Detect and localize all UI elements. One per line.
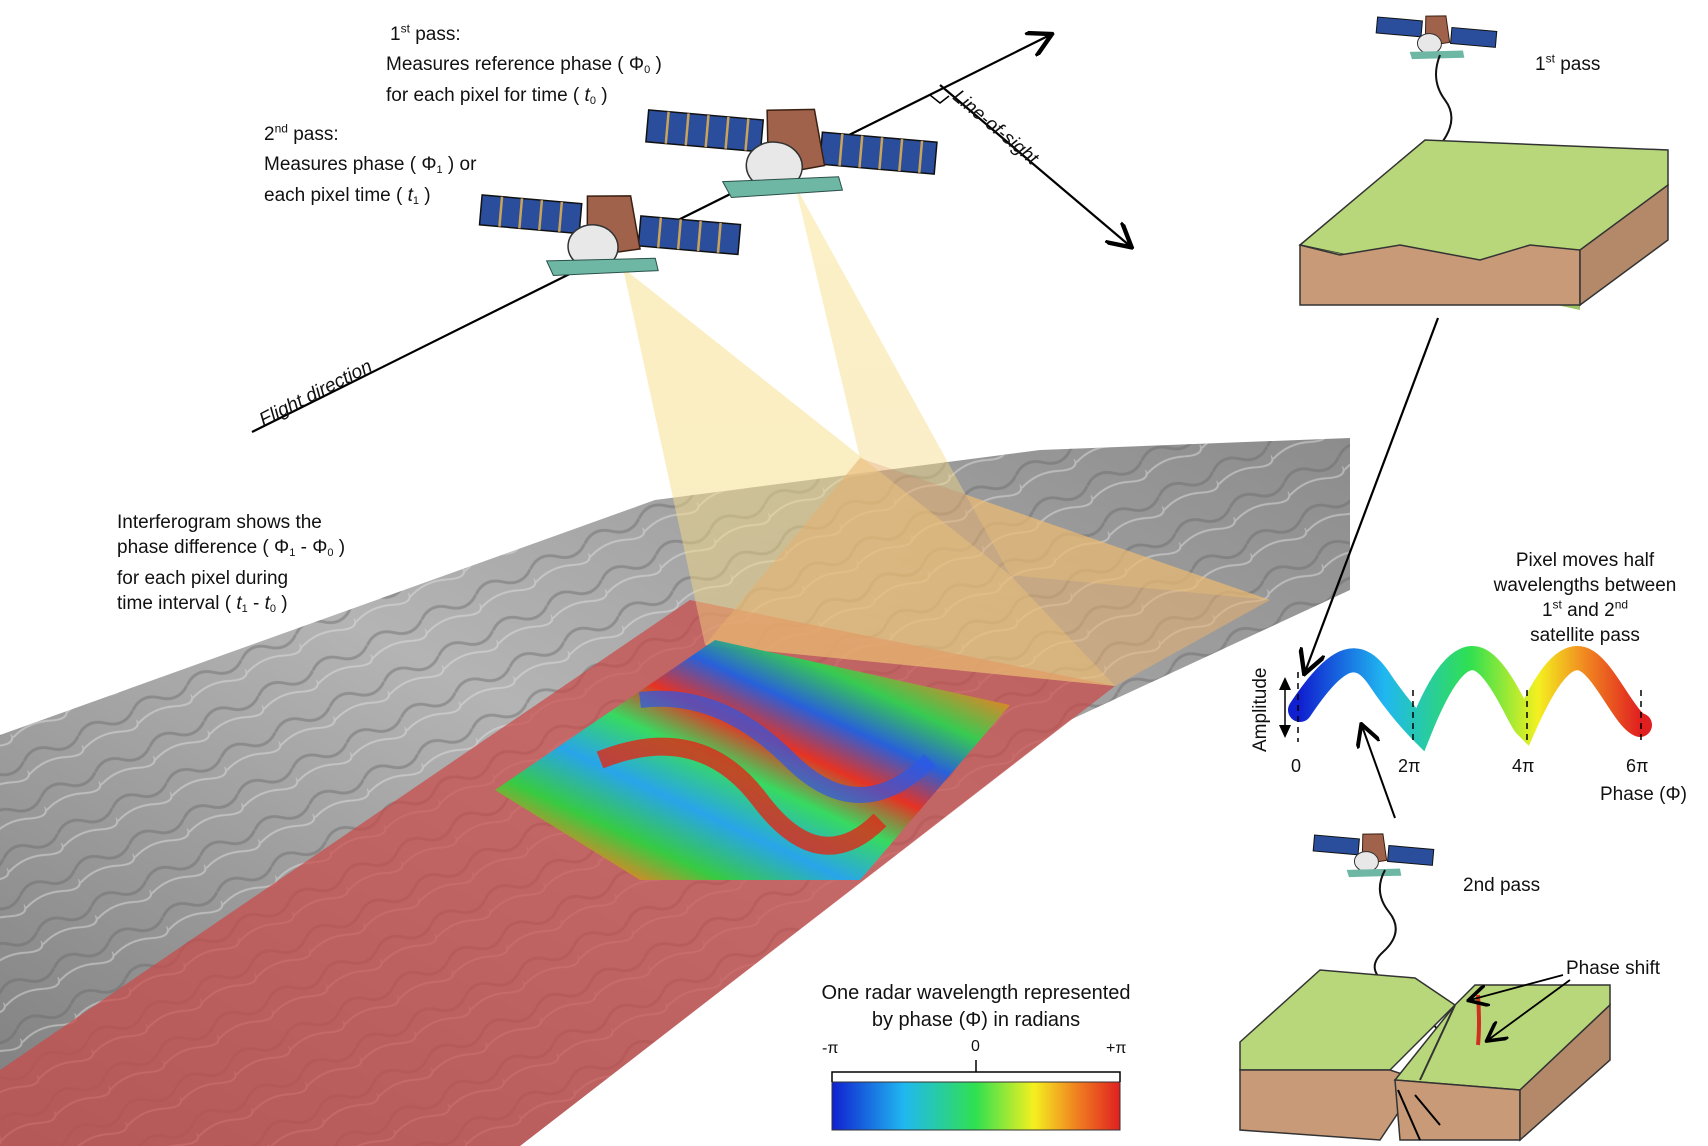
beam-footprint-1st (795, 185, 1270, 600)
phase-shift-pointer-1 (1470, 974, 1564, 1000)
satellite-1st-pass (645, 108, 938, 199)
phase-wave-plot (1279, 646, 1652, 752)
phase-shift-label: Phase shift (1566, 958, 1660, 979)
colorbar-gradient (831, 1081, 1121, 1131)
pass1-description: Measures reference phase ( Φ0 ) for each… (386, 54, 662, 107)
wave-tick-4pi: 4π (1512, 756, 1535, 776)
colorbar-tick-zero: 0 (971, 1038, 980, 1055)
pixel-moves-caption: Pixel moves half wavelengths between 1st… (1493, 550, 1677, 646)
pass2-description: Measures phase ( Φ1 ) or each pixel time… (264, 154, 477, 207)
line-of-sight-arrow (939, 84, 1130, 246)
interferogram-fringe (596, 737, 887, 855)
colorbar-title: One radar wavelength represented by phas… (821, 982, 1131, 1031)
phase-shift-pointer-2 (1488, 979, 1571, 1040)
colorbar-tick-plus-pi: +π (1106, 1040, 1127, 1057)
wave-tick-0: 0 (1291, 756, 1302, 776)
wave-tick-6pi: 6π (1626, 756, 1649, 776)
phase-wave (1288, 646, 1652, 752)
satellite-small-top (1375, 15, 1498, 60)
pass1-heading: 1st pass: (390, 21, 461, 45)
phase-shift-marker (1476, 994, 1481, 1046)
wave-tick-2pi: 2π (1398, 756, 1421, 776)
ground-block-2nd-pass (1239, 969, 1611, 1142)
arrow-from-2nd-pass (1362, 726, 1396, 819)
right-pass2-label: 2nd pass (1463, 875, 1541, 896)
pass2-heading: 2nd pass: (264, 121, 339, 145)
interferogram-caption: Interferogram shows the phase difference… (117, 512, 346, 615)
interferogram-fringe (639, 690, 936, 803)
interferogram-patch (495, 640, 1010, 880)
wave-ylabel: Amplitude (1250, 667, 1271, 753)
colorbar-bracket (831, 1071, 1121, 1082)
footprint-overlap (705, 458, 1270, 686)
right-angle-mark (929, 94, 950, 104)
satellite-2nd-pass (478, 194, 742, 276)
arrow-to-wave (1305, 317, 1440, 672)
ground-block-1st-pass (1298, 139, 1669, 310)
wave-xlabel: Phase (Φ) (1600, 784, 1687, 805)
colorbar-tick-minus-pi: -π (822, 1040, 839, 1057)
satellite-small-bottom (1312, 833, 1435, 878)
right-pass1-label: 1st pass (1535, 51, 1601, 75)
